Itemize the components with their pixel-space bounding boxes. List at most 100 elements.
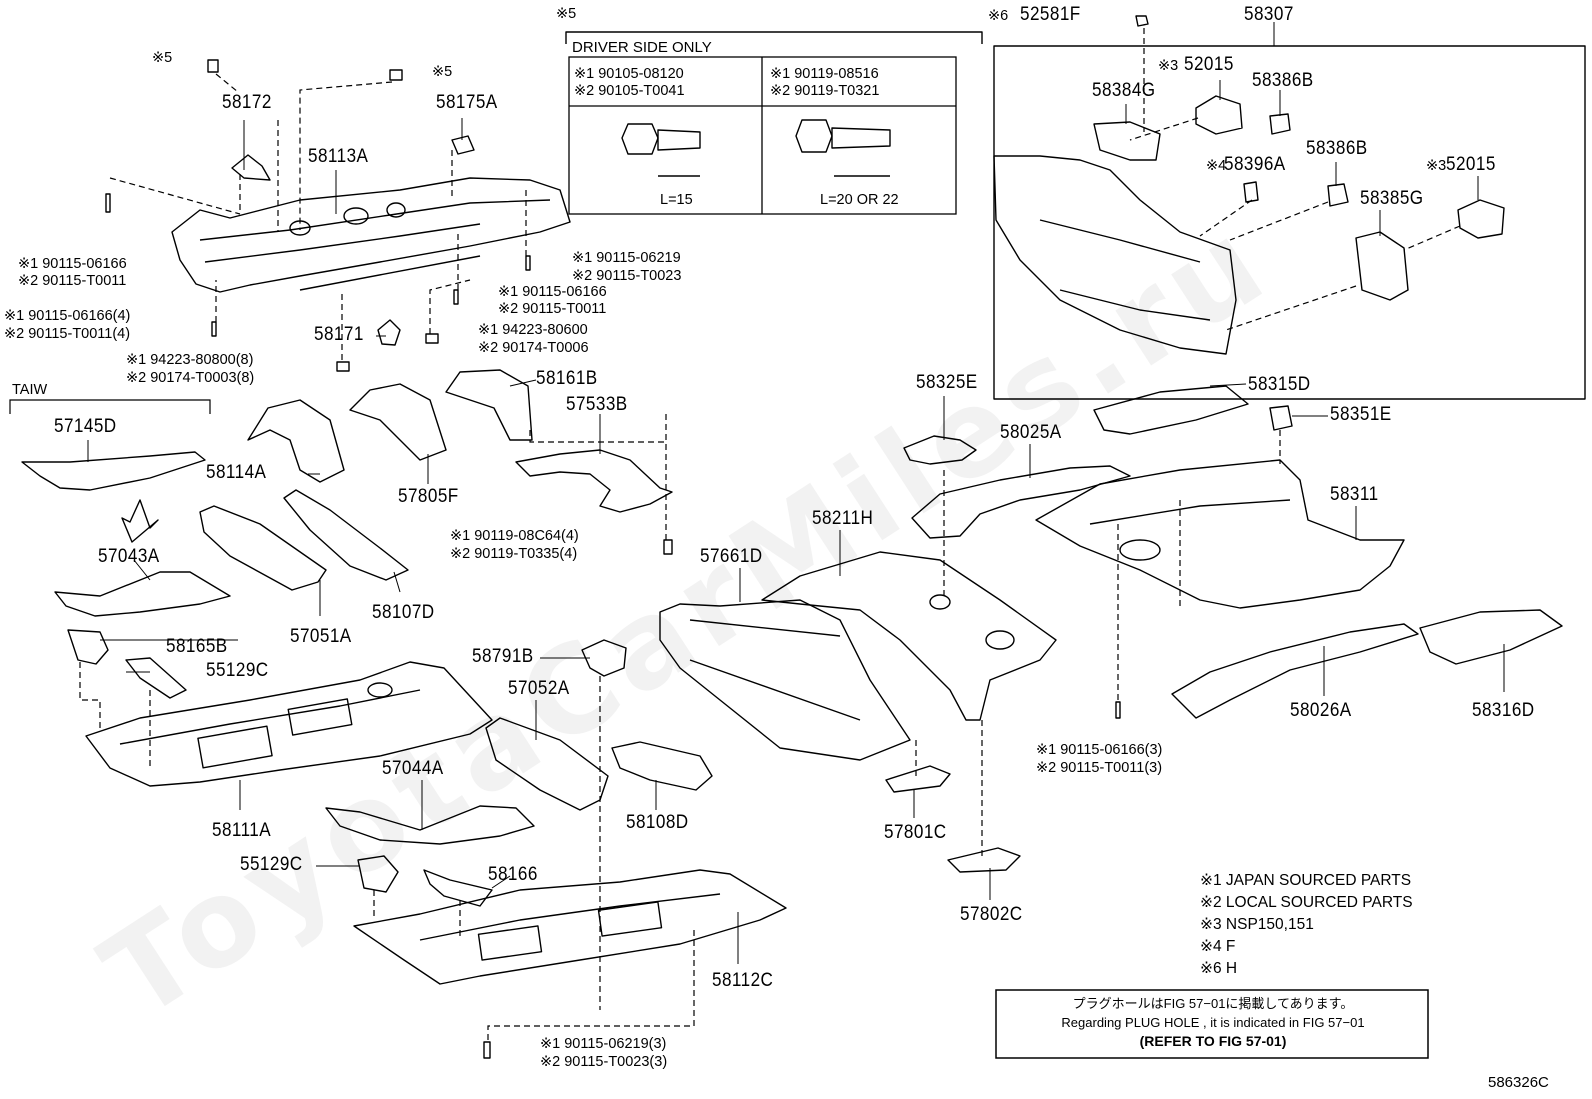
part-58384G-shape	[1093, 121, 1161, 161]
part-58325E-shape	[903, 435, 977, 465]
part-label-57661D: 57661D	[700, 546, 763, 567]
leader-lines	[87, 22, 1505, 964]
note: プラグホールはFIG 57−01に掲載してあります。 Regarding PLU…	[998, 994, 1428, 1051]
part-57801C-shape	[885, 765, 951, 793]
driver-side-left-line2: ※2 90105-T0041	[574, 83, 685, 99]
note-japanese: プラグホールはFIG 57−01に掲載してあります。	[1072, 996, 1354, 1011]
part-label-57051A: 57051A	[290, 626, 352, 647]
part-58112C-shape	[353, 869, 787, 985]
mark-5-a: ※5	[152, 50, 173, 66]
part-57051A-shape	[199, 505, 327, 591]
driver-side-right-length: L=20 OR 22	[820, 192, 899, 208]
fastener-1-line2: ※2 90115-T0011	[18, 273, 127, 289]
part-label-57533B: 57533B	[566, 394, 628, 415]
part-58175A-shape	[451, 135, 475, 155]
legend-item-4: ※4 F	[1200, 938, 1236, 955]
fastener-5-line2: ※2 90115-T0011	[498, 301, 607, 317]
driver-side-left-length: L=15	[660, 192, 693, 208]
part-label-58114A: 58114A	[206, 462, 267, 483]
leader-dashes	[79, 28, 1461, 1040]
part-label-57145D: 57145D	[54, 416, 117, 437]
driver-side-bolt-drawings	[621, 119, 891, 177]
part-label-58325E: 58325E	[916, 372, 978, 393]
legend-item-5: ※6 H	[1200, 960, 1238, 977]
part-label-55129C-lower: 55129C	[240, 854, 303, 875]
legend: ※1 JAPAN SOURCED PARTS ※2 LOCAL SOURCED …	[1200, 870, 1413, 980]
fastener-9-line2: ※2 90115-T0023(3)	[540, 1054, 668, 1070]
part-57145D-shape	[21, 451, 206, 491]
part-label-58175A: 58175A	[436, 92, 498, 113]
part-52581F-shape	[1135, 15, 1149, 27]
clip-shape	[336, 361, 350, 372]
mark-4: ※4	[1206, 158, 1227, 174]
part-label-58165B: 58165B	[166, 636, 228, 657]
fastener-5-line1: ※1 90115-06166	[498, 284, 607, 300]
part-52015-shape	[1195, 95, 1243, 135]
part-label-58211H: 58211H	[812, 508, 874, 529]
part-label-58161B: 58161B	[536, 368, 598, 389]
part-label-58107D: 58107D	[372, 602, 435, 623]
note-box	[995, 989, 1429, 1059]
part-label-58385G: 58385G	[1360, 188, 1424, 209]
part-58172-shape	[231, 154, 271, 181]
fastener-4-line2: ※2 90115-T0023	[572, 268, 682, 284]
mark-3-a: ※3	[1158, 58, 1179, 74]
fastener-8-line2: ※2 90115-T0011(3)	[1036, 760, 1163, 776]
part-label-57805F: 57805F	[398, 486, 459, 507]
note-reference: (REFER TO FIG 57-01)	[1139, 1033, 1287, 1049]
part-label-52581F: 52581F	[1020, 4, 1081, 25]
fastener-1-line1: ※1 90115-06166	[18, 256, 127, 272]
part-label-57801C: 57801C	[884, 822, 947, 843]
part-55129C-shape	[125, 657, 187, 699]
fastener-3-line2: ※2 90174-T0003(8)	[126, 370, 255, 386]
part-label-58316D: 58316D	[1472, 700, 1535, 721]
part-label-58351E: 58351E	[1330, 404, 1392, 425]
part-label-58166: 58166	[488, 864, 538, 885]
part-58385G-shape	[1355, 231, 1409, 301]
part-label-58311: 58311	[1330, 484, 1379, 505]
assembly-58307-box	[993, 45, 1586, 400]
driver-side-right-line1: ※1 90119-08516	[770, 66, 879, 82]
part-58311-shape	[1035, 459, 1405, 609]
fastener-2-line1: ※1 90115-06166(4)	[4, 308, 131, 324]
part-label-55129C-upper: 55129C	[206, 660, 269, 681]
part-58108D-shape	[611, 741, 713, 791]
driver-side-title: DRIVER SIDE ONLY	[572, 39, 712, 56]
fastener-9-line1: ※1 90115-06219(3)	[540, 1036, 667, 1052]
fastener-6-line1: ※1 94223-80600	[478, 322, 588, 338]
mark-6: ※6	[988, 8, 1009, 24]
part-label-58315D: 58315D	[1248, 374, 1311, 395]
part-58114A-shape	[247, 399, 345, 483]
part-58166-shape	[423, 869, 493, 907]
part-label-57802C: 57802C	[960, 904, 1023, 925]
part-label-58113A: 58113A	[308, 146, 369, 167]
part-58315D-shape	[1093, 385, 1249, 435]
part-label-52015-lower: 52015	[1446, 154, 1496, 175]
diagram-id: 586326C	[1488, 1074, 1549, 1091]
part-58386B-shape	[1269, 113, 1291, 135]
part-57533B-shape	[515, 449, 673, 513]
bolt-icons	[105, 59, 1121, 1059]
part-label-58386B-lower: 58386B	[1306, 138, 1368, 159]
part-57661D-shape	[659, 599, 911, 761]
part-57802C-shape	[947, 847, 1021, 873]
fastener-2-line2: ※2 90115-T0011(4)	[4, 326, 131, 342]
driver-side-right-line2: ※2 90119-T0321	[770, 83, 880, 99]
fastener-3-line1: ※1 94223-80800(8)	[126, 352, 254, 368]
part-label-57044A: 57044A	[382, 758, 444, 779]
legend-item-2: ※2 LOCAL SOURCED PARTS	[1200, 894, 1413, 911]
taiw-label: TAIW	[12, 382, 48, 398]
part-label-58386B-upper: 58386B	[1252, 70, 1314, 91]
part-58211H-shape	[761, 551, 1057, 721]
fastener-8-line1: ※1 90115-06166(3)	[1036, 742, 1163, 758]
legend-item-1: ※1 JAPAN SOURCED PARTS	[1200, 872, 1412, 889]
part-58386B-shape	[1327, 183, 1349, 207]
fastener-4-line1: ※1 90115-06219	[572, 250, 681, 266]
part-label-58111A: 58111A	[212, 820, 272, 841]
part-58171-shape	[377, 319, 401, 346]
driver-side-table	[568, 56, 957, 215]
part-label-58108D: 58108D	[626, 812, 689, 833]
part-58026A-shape	[1171, 623, 1419, 719]
part-label-58025A: 58025A	[1000, 422, 1062, 443]
